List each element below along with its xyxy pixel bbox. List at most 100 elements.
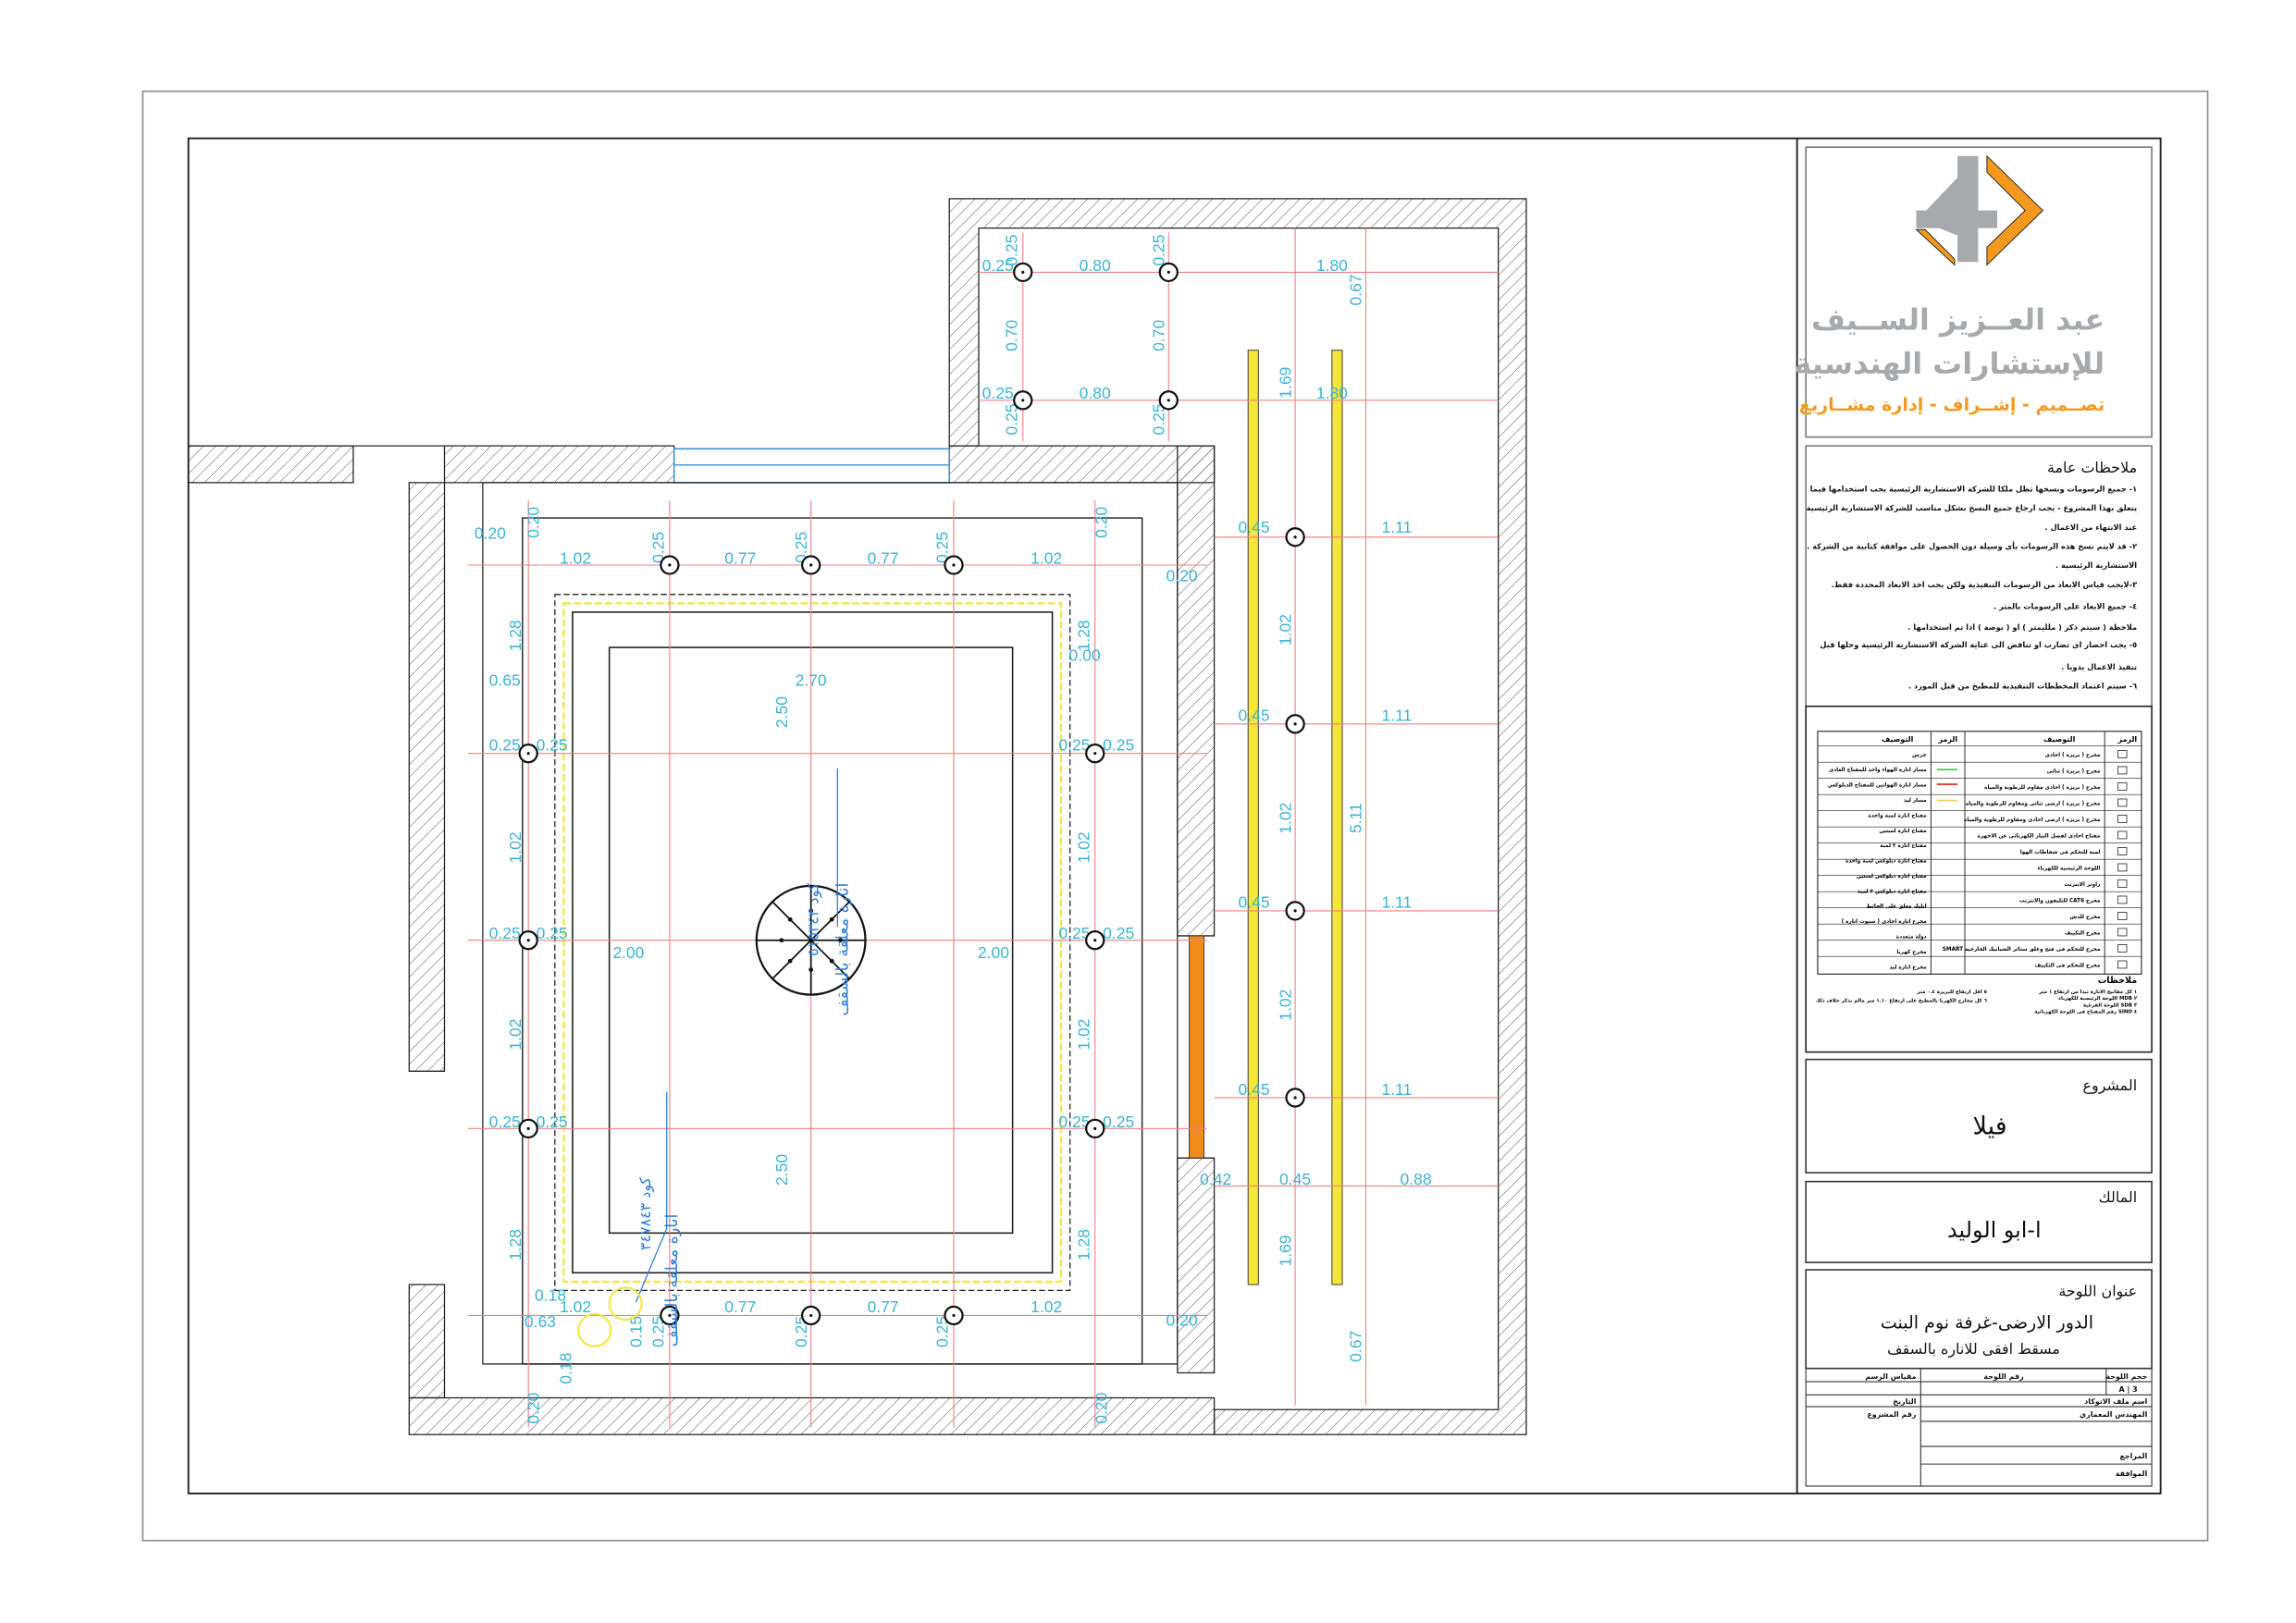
dimension-label: 0.18 [535, 1286, 566, 1305]
dimension-label: 1.28 [1074, 620, 1092, 651]
dimension-label: 0.25 [1058, 735, 1090, 754]
legend-item: مفتاح انارة ديلوكس ٣ لمبة [1858, 888, 1927, 894]
legend-symbol-icon [2117, 863, 2128, 872]
legend-symbol-icon [2117, 815, 2128, 823]
chandelier-icon[interactable] [755, 884, 867, 996]
legend-symbol-icon [2117, 928, 2128, 937]
dimension-label: 0.00 [1069, 646, 1101, 664]
ceiling-dashed-edge [554, 594, 1071, 1292]
legend-remark: ٤ SINO رقم المفتاح فى اللوحة الكهربائية [2034, 1008, 2137, 1014]
scale-label: مقياس الرسم [1865, 1372, 1916, 1382]
chandelier-bulb [787, 916, 793, 922]
downlight-center [1167, 270, 1170, 274]
legend-remark: ٢ MDB اللوحة الرئيسية للكهرباء [2058, 995, 2138, 1002]
legend-header-symbol: الرمز [1938, 735, 1958, 744]
dimension-label: 0.20 [524, 507, 542, 538]
dimension-label: 0.25 [1103, 1113, 1134, 1131]
wall-partition [1177, 445, 1216, 937]
legend-item: مسار انارة الهواء واحد للمفتاح العادى [1829, 768, 1927, 773]
dimension-label: 0.25 [489, 735, 521, 754]
downlight-center [526, 752, 530, 756]
pendant-marker-1 [577, 1312, 612, 1347]
dimension-label: 0.25 [1058, 924, 1090, 942]
chandelier-bulb [838, 938, 843, 943]
dimension-label: 0.25 [537, 1113, 568, 1131]
legend-item: مخرج للتحكم فى فتح وغلق ستائر الشبابيك ا… [1943, 946, 2101, 953]
company-name-2: للإستشارات الهندسية [1794, 346, 2105, 381]
dimension-label: 1.02 [506, 831, 525, 863]
legend-item: مسار ليد [1904, 798, 1927, 804]
wall-top-left-end [188, 445, 354, 484]
window[interactable] [673, 448, 951, 484]
note-line: عند الانتهاء من الاعمال . [2044, 523, 2137, 533]
dimension-label: 1.28 [506, 1229, 525, 1260]
dimension-label: 0.20 [1092, 507, 1110, 538]
legend-header-description: التوصيف [1882, 735, 1914, 744]
downlight-center [1293, 535, 1297, 539]
legend-item: مخرج CAT6 للتليفون والانترنت [2019, 898, 2101, 904]
dimension-label: 0.45 [1279, 1170, 1311, 1188]
legend-remark: ٣ SDB اللوحة الفرعية [2083, 1002, 2138, 1008]
legend-remarks-title: ملاحظات [2098, 976, 2138, 986]
dimension-label: 0.25 [933, 532, 952, 563]
dimension-label: 0.70 [1002, 320, 1020, 351]
dimension-label: 1.02 [1276, 614, 1294, 646]
legend-remark: ٥ اقل ارتفاع للبريزة ٠.٤ متر [1917, 990, 1987, 995]
chandelier-bulb [829, 958, 834, 964]
wall-top-right [948, 445, 1216, 484]
legend-item: مفتاح احادى لفصل التيار الكهربائى عن الا… [1977, 832, 2100, 839]
wall-left-lower [408, 1284, 446, 1399]
legend-item: ابليك معلق على الحائط [1867, 904, 1927, 910]
project-number-label: رقم المشروع [1867, 1410, 1917, 1419]
owner-panel [1805, 1180, 2153, 1263]
project-panel [1805, 1058, 2153, 1174]
dimension-label: 0.25 [649, 532, 668, 563]
pendant-code-2: كود ٣٤٧٨٤٣ [636, 1176, 655, 1250]
chandelier-arm [772, 901, 812, 941]
dimension-label: 2.50 [772, 696, 791, 728]
legend-item: دولة متعددة [1896, 934, 1927, 940]
dimension-label: 1.11 [1382, 893, 1413, 912]
cad-file-label: اسم ملف الاتوكاد [2084, 1397, 2147, 1406]
dimension-label: 0.25 [649, 1316, 668, 1347]
downlight-center [668, 563, 672, 567]
legend-item: مفتاح انارة لمبتين [1879, 829, 1927, 834]
dimension-label: 0.25 [933, 1316, 952, 1347]
legend-symbol-icon [2117, 960, 2128, 969]
legend-item: مخرج كهربا [1896, 949, 1927, 955]
downlight-center [1293, 909, 1297, 913]
dimension-label: 1.28 [506, 620, 525, 651]
dimension-label: 1.69 [1276, 1235, 1294, 1266]
dimension-label: 0.77 [868, 548, 899, 567]
chandelier-arm [772, 940, 812, 979]
outer-border [142, 90, 2209, 1542]
legend-item: مخرج ( بريزة ) ارضى احادى ومقاوم للرطوبة… [1964, 818, 2101, 823]
dimension-label: 1.02 [1031, 1297, 1062, 1316]
legend-item: مخرج ( بريزة ) ارضى ثنائى ومقاوم للرطوبة… [1966, 801, 2101, 806]
legend-panel [1805, 705, 2153, 1053]
dimension-label: 0.70 [1150, 320, 1168, 351]
dimension-label: 0.20 [1167, 567, 1198, 585]
legend-item: مفتاح انارة ديلوكس لمبة واحدة [1845, 858, 1927, 865]
legend-item: مخرج التكييف [2065, 929, 2101, 936]
note-line: ١- جميع الرسومات ونسخها تظل ملكا للشركة … [1810, 484, 2138, 494]
note-line: ٢- قد لايتم نسخ هذه الرسومات بأى وسيلة د… [1807, 542, 2137, 552]
dimension-label: 5.11 [1347, 803, 1365, 833]
engineer-label: المهندس المعماري [2080, 1410, 2148, 1420]
pendant-marker-2 [608, 1286, 643, 1322]
legend-item: مخرج ( بريزة ) احادى مقاوم للرطوبة والمي… [1984, 785, 2101, 791]
dimension-label: 0.25 [982, 256, 1014, 275]
note-line: ملاحظة ( سيتم ذكر ( ملليمتر ) او ( بوصة … [1907, 622, 2137, 633]
chandelier-arm [810, 901, 850, 941]
legend-remark: ١ كل مفاتيح الانارة تبدا من ارتفاع ١ متر [2038, 989, 2137, 995]
downlight-center [809, 563, 813, 567]
reviewer-label: المراجع [2119, 1452, 2147, 1460]
downlight-center [1293, 1096, 1297, 1100]
owner-value: ا-ابو الوليد [1947, 1217, 2042, 1243]
logo-panel [1805, 146, 2153, 438]
dimension-label: 0.63 [525, 1312, 556, 1331]
downlight-center [526, 1126, 530, 1130]
legend-item: جرس [1912, 753, 1927, 758]
